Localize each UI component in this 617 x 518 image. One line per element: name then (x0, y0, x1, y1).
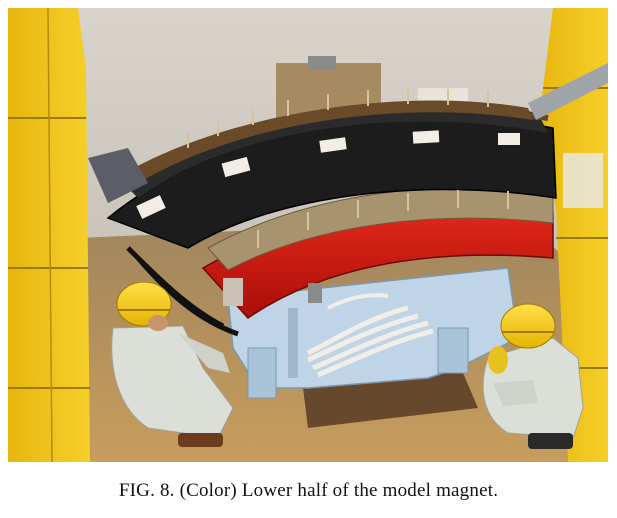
tan-top-plate (207, 187, 554, 271)
equipment-clutter (563, 153, 603, 208)
equipment-clutter (88, 148, 148, 203)
spacer-pad (136, 195, 166, 219)
spacer-pad (412, 130, 440, 144)
right-conveyor (528, 63, 608, 120)
spacer-pad (221, 156, 251, 178)
spacer-pad (319, 137, 347, 153)
black-cables (126, 246, 239, 337)
right-worker-helmet (500, 303, 556, 349)
bolt-rods (187, 88, 509, 248)
right-yellow-panel (538, 8, 608, 462)
left-worker-body (111, 325, 234, 439)
cooling-hoses (306, 305, 434, 378)
left-worker (111, 281, 234, 447)
magnet-photograph (8, 8, 608, 462)
right-worker (482, 303, 584, 449)
spacer-pad (498, 133, 520, 145)
left-yellow-panel (8, 8, 90, 462)
figure-caption: FIG. 8. (Color) Lower half of the model … (118, 480, 499, 501)
brown-top-frame (108, 100, 533, 196)
left-worker-helmet (116, 281, 172, 327)
magnet-photo-illustration (8, 8, 608, 462)
